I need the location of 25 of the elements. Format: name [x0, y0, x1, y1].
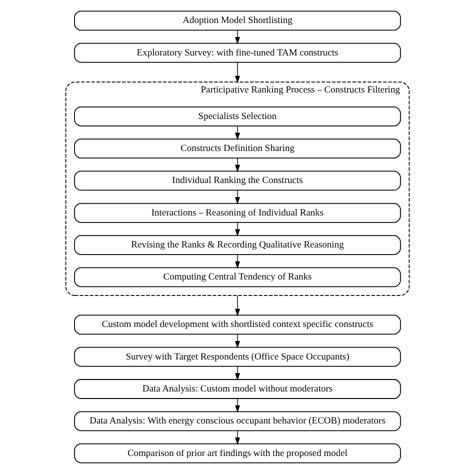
node-box: Data Analysis: With energy conscious occupant behavior (ECOB) moderators	[74, 411, 400, 432]
arrow	[234, 126, 240, 140]
node-box: Specialists Selection	[74, 106, 400, 126]
arrow	[234, 62, 240, 84]
node-box: Computing Central Tendency of Ranks	[74, 267, 400, 288]
arrow	[234, 366, 240, 380]
arrow	[234, 254, 240, 269]
node-box: Individual Ranking the Constructs	[74, 170, 400, 191]
node-box: Comparison of prior art findings with the proposed model	[74, 443, 400, 464]
node-box: Exploratory Survey: with fine-tuned TAM constructs	[74, 42, 400, 63]
arrow	[234, 430, 240, 445]
node-box: Revising the Ranks & Recording Qualitative Reasoning	[74, 235, 400, 255]
node-box: Data Analysis: Custom model without moderators	[74, 379, 400, 399]
arrow	[234, 30, 240, 44]
arrow	[234, 190, 240, 204]
node-box: Constructs Definition Sharing	[74, 138, 400, 159]
arrow	[234, 334, 240, 348]
node-box: Survey with Target Respondents (Office Space Occupants)	[74, 346, 400, 367]
arrow	[234, 398, 240, 413]
arrow	[234, 222, 240, 237]
arrow	[234, 158, 240, 172]
arrow	[234, 295, 240, 316]
node-box: Adoption Model Shortlisting	[74, 10, 400, 31]
node-box: Custom model development with shortlisted context specific constructs	[74, 314, 400, 335]
node-box: Interactions – Reasoning of Individual Ranks	[74, 202, 400, 223]
